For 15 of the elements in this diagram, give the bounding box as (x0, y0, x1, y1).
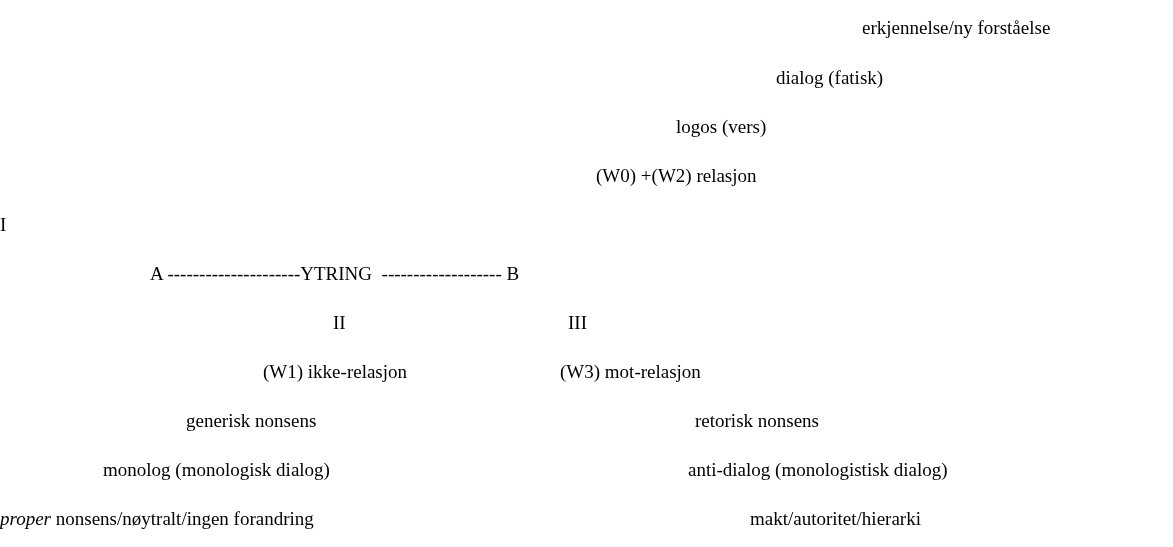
text-label: (W3) mot-relasjon (560, 361, 701, 383)
text-label: (W0) +(W2) relasjon (596, 165, 757, 187)
text-label: erkjennelse/ny forståelse (862, 17, 1051, 39)
text-label: (W1) ikke-relasjon (263, 361, 408, 383)
roman-numeral: III (568, 312, 587, 334)
text-label: anti-dialog (monologistisk dialog) (688, 459, 948, 481)
roman-numeral: I (0, 214, 7, 236)
text-label: makt/autoritet/hierarki (750, 508, 921, 530)
text-label: A ---------------------YTRING ------------------- B (150, 263, 520, 285)
text-label: dialog (fatisk) (776, 67, 884, 89)
text-label: generisk nonsens (186, 410, 317, 432)
text-label: logos (vers) (676, 116, 767, 138)
text-label: retorisk nonsens (695, 410, 819, 432)
text-label: monolog (monologisk dialog) (103, 459, 330, 481)
roman-numeral: II (333, 312, 346, 334)
